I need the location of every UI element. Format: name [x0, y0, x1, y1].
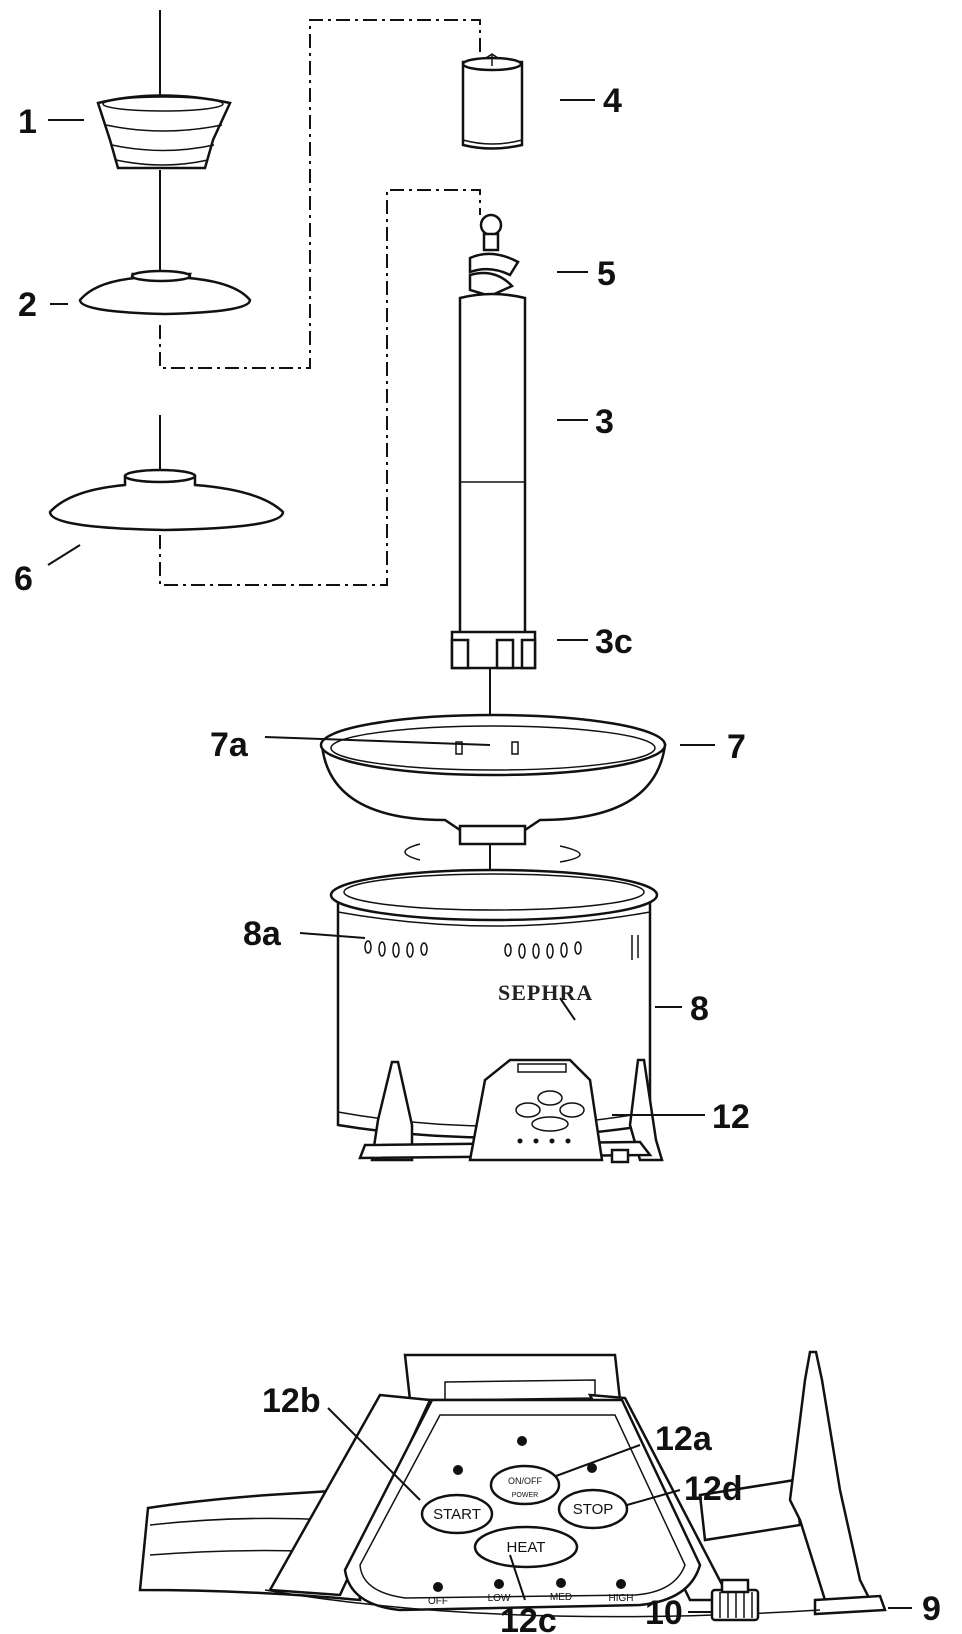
indicator-dot-stop [587, 1463, 597, 1473]
part-8-base-drum: SEPHRA [329, 868, 664, 1164]
leader-12a [555, 1444, 641, 1477]
part-6-large-lid [48, 468, 285, 532]
leader-8a [299, 932, 366, 939]
label-12b: 12b [262, 1382, 321, 1420]
part-7-basin [319, 713, 667, 863]
stop-button-label: STOP [573, 1501, 614, 1518]
label-1: 1 [18, 103, 37, 141]
leader-12b [327, 1407, 421, 1501]
label-8: 8 [690, 990, 709, 1028]
indicator-dot-top [517, 1436, 527, 1446]
control-panel-detail: ON/OFF POWER START STOP HEAT OFF LOW MED… [138, 1350, 887, 1622]
part-2-small-lid [78, 269, 252, 316]
assembly-path-2-to-4 [159, 19, 481, 369]
label-3: 3 [595, 403, 614, 441]
label-5: 5 [597, 255, 616, 293]
part-1-strainer-bowl [96, 94, 232, 170]
label-3c: 3c [595, 623, 633, 661]
label-7a: 7a [210, 726, 249, 764]
part-10-adjustable-foot [710, 1578, 760, 1622]
start-button-label: START [433, 1506, 481, 1523]
start-button[interactable] [420, 1493, 494, 1535]
assembly-path-6-to-5 [159, 189, 481, 586]
leader-7a [264, 736, 491, 746]
heat-level-low-label: LOW [488, 1593, 511, 1604]
label-12a: 12a [655, 1420, 713, 1458]
brand-logo-text: SEPHRA [498, 980, 593, 1005]
heat-indicator-med [556, 1578, 566, 1588]
label-10: 10 [645, 1594, 683, 1632]
label-12d: 12d [684, 1470, 743, 1508]
power-label: POWER [512, 1492, 538, 1499]
label-12c: 12c [500, 1602, 557, 1634]
stop-button[interactable] [557, 1488, 629, 1530]
label-12: 12 [712, 1098, 750, 1136]
part-5-auger [468, 213, 520, 298]
label-8a: 8a [243, 915, 282, 953]
label-6: 6 [14, 560, 33, 598]
label-9: 9 [922, 1590, 941, 1628]
vent-holes-center [504, 941, 582, 959]
leader-12c [509, 1554, 526, 1601]
part-3-tower-tube [450, 292, 537, 670]
leader-6 [47, 544, 81, 566]
indicator-dot-start [453, 1465, 463, 1475]
heat-indicator-low [494, 1579, 504, 1589]
on-off-label: ON/OFF [508, 1476, 542, 1486]
heat-indicator-high [616, 1579, 626, 1589]
part-4-cap [461, 53, 524, 150]
label-7: 7 [727, 728, 746, 766]
heat-level-med-label: MED [550, 1592, 572, 1603]
heat-indicator-off [433, 1582, 443, 1592]
on-off-power-button[interactable] [489, 1464, 561, 1506]
label-4: 4 [603, 82, 622, 120]
label-2: 2 [18, 286, 37, 324]
heat-level-high-label: HIGH [609, 1593, 634, 1604]
leader-12d [626, 1489, 681, 1506]
vent-holes-left [364, 940, 428, 958]
heat-button[interactable] [473, 1525, 579, 1569]
heat-button-label: HEAT [507, 1539, 546, 1556]
heat-level-off-label: OFF [428, 1596, 448, 1607]
